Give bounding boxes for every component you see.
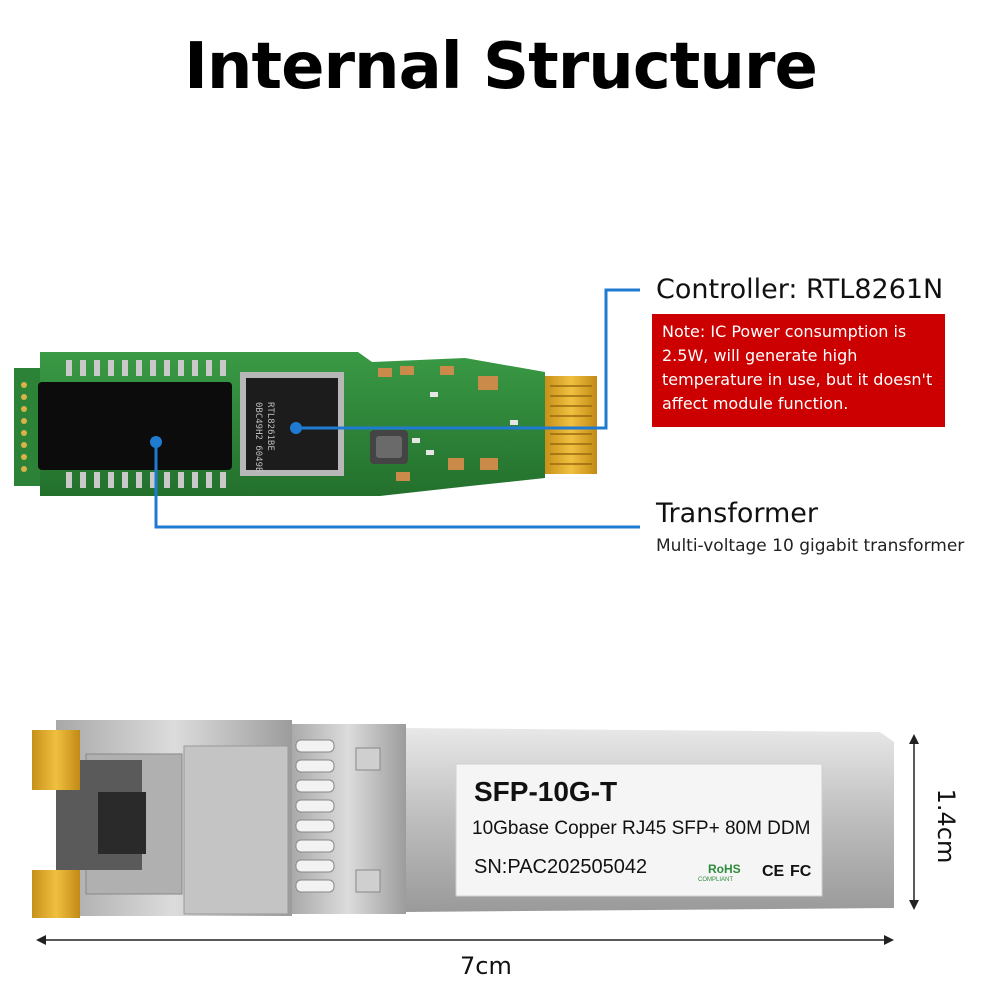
fc-mark: FC	[790, 863, 812, 880]
chip-marking-2: 0BC49H2 6049B	[253, 402, 263, 472]
transformer-chip	[38, 382, 232, 470]
transformer-callout-line	[154, 442, 640, 529]
page-title: Internal Structure	[184, 30, 818, 104]
controller-label: Controller: RTL8261N	[656, 274, 944, 305]
power-consumption-note: Note: IC Power consumption is 2.5W, will…	[652, 314, 945, 427]
pcb-board: RTL8261BE 0BC49H2 6049B	[14, 352, 597, 496]
transformer-callout-dot	[150, 436, 162, 448]
ce-mark: CE	[762, 863, 785, 880]
sfp-module	[32, 720, 894, 918]
transformer-label: Transformer	[656, 498, 819, 529]
module-serial: SN:PAC202505042	[474, 856, 648, 878]
transformer-description: Multi-voltage 10 gigabit transformer	[656, 536, 965, 556]
module-model: SFP-10G-T	[474, 776, 618, 807]
height-dimension-arrow	[909, 734, 919, 910]
height-label: 1.4cm	[932, 788, 960, 864]
chip-marking-1: RTL8261BE	[265, 402, 275, 451]
length-dimension-arrow	[36, 935, 894, 945]
rohs-logo: RoHS	[708, 862, 741, 876]
controller-callout-line	[296, 288, 640, 430]
rohs-text: RoHS	[708, 862, 741, 876]
rohs-compliant: COMPLIANT	[698, 877, 734, 883]
module-description: 10Gbase Copper RJ45 SFP+ 80M DDM	[472, 818, 811, 839]
controller-callout-dot	[290, 422, 302, 434]
length-label: 7cm	[460, 952, 512, 980]
